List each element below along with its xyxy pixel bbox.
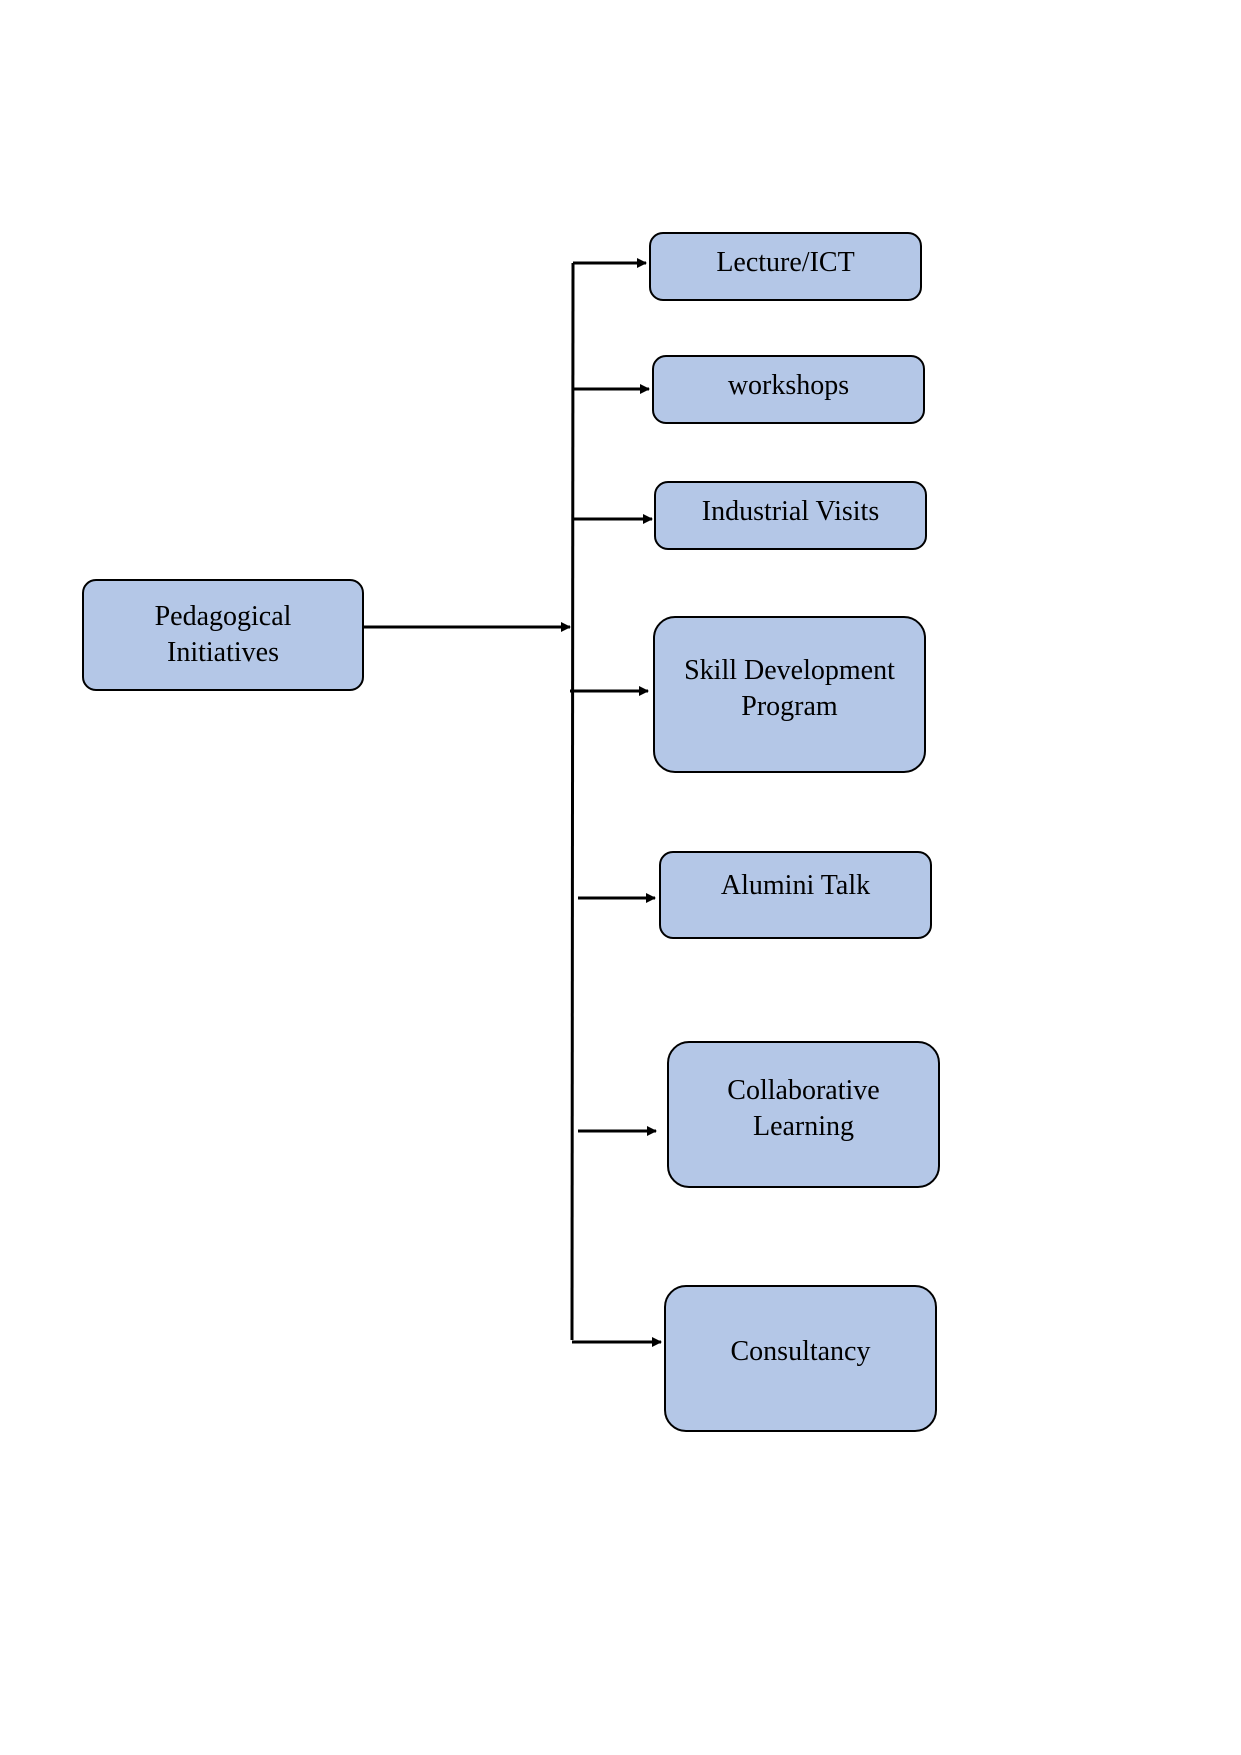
node-lecture-ict: Lecture/ICT bbox=[649, 232, 922, 301]
trunk-line bbox=[570, 262, 575, 1341]
node-industrial-visits: Industrial Visits bbox=[654, 481, 927, 550]
node-pedagogical-initiatives: Pedagogical Initiatives bbox=[82, 579, 364, 691]
node-collaborative-learning: Collaborative Learning bbox=[667, 1041, 940, 1188]
node-label: Skill Development Program bbox=[684, 654, 895, 722]
node-skill-development-program: Skill Development Program bbox=[653, 616, 926, 773]
node-label: Industrial Visits bbox=[701, 495, 880, 527]
node-label: Collaborative Learning bbox=[727, 1074, 880, 1142]
node-label: Consultancy bbox=[730, 1335, 871, 1367]
node-alumini-talk: Alumini Talk bbox=[659, 851, 932, 939]
node-label: Lecture/ICT bbox=[716, 246, 855, 278]
node-label: workshops bbox=[727, 369, 850, 401]
node-workshops: workshops bbox=[652, 355, 925, 424]
node-consultancy: Consultancy bbox=[664, 1285, 937, 1432]
node-label: Alumini Talk bbox=[720, 870, 871, 901]
node-label: Pedagogical Initiatives bbox=[154, 601, 292, 668]
